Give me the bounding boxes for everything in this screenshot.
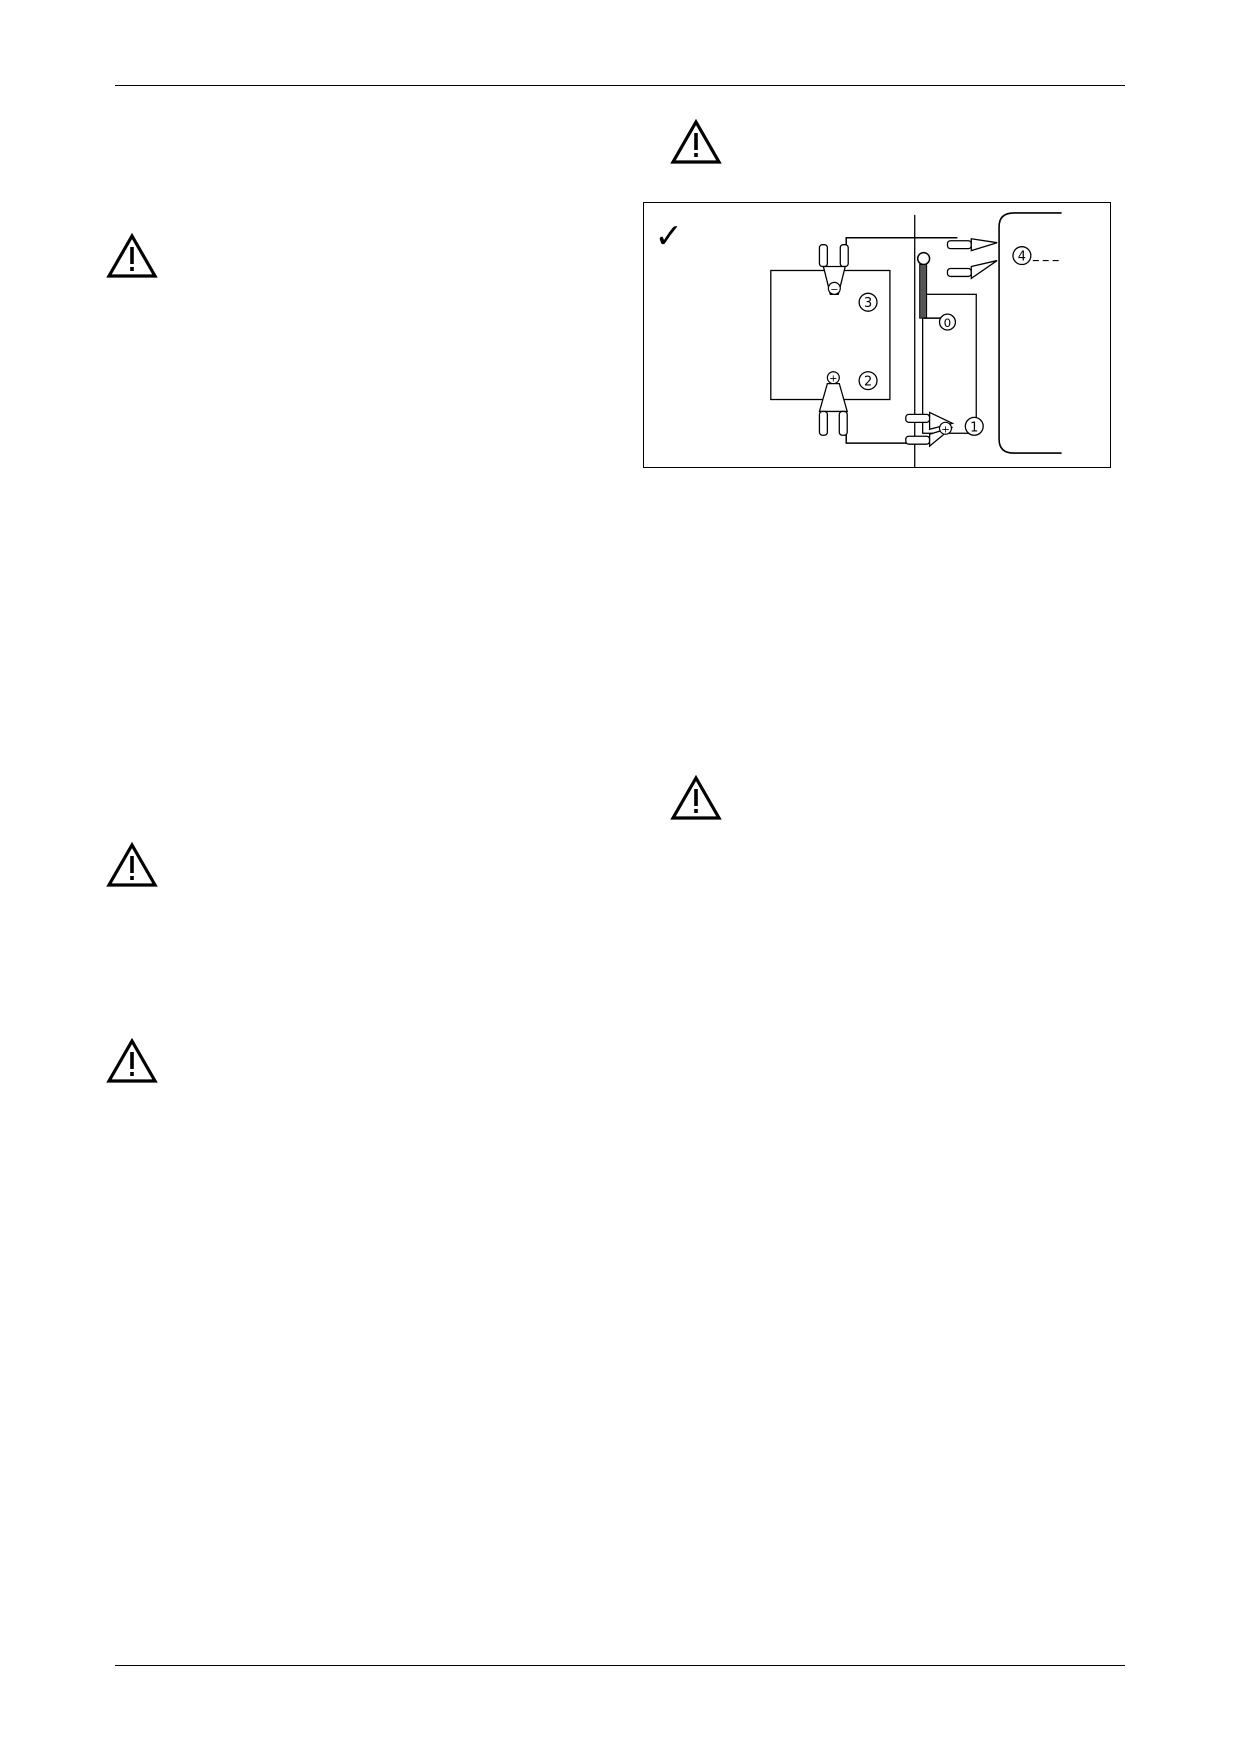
svg-text:4: 4 — [1018, 250, 1026, 265]
positive-cable — [845, 431, 908, 444]
jump-start-diagram-svg: ✓ − + — [655, 212, 1062, 467]
positive-clamp-dead: + — [818, 371, 849, 436]
callout-2: 2 — [858, 371, 878, 391]
jump-start-diagram: ✓ − + — [643, 202, 1111, 468]
callout-1: 1 — [964, 416, 984, 436]
warning-triangle-icon — [670, 119, 722, 165]
svg-text:2: 2 — [864, 375, 872, 390]
callout-4: 4 — [1012, 246, 1060, 266]
vehicle-frame — [998, 212, 1062, 454]
check-mark-icon: ✓ — [655, 217, 683, 256]
warning-triangle-icon — [106, 233, 158, 279]
callout-3: 3 — [858, 292, 878, 312]
svg-text:3: 3 — [864, 296, 872, 311]
svg-text:+: + — [829, 374, 837, 385]
negative-clamp-dead: − — [818, 244, 849, 295]
negative-clamp-ground — [946, 237, 998, 280]
header-rule — [115, 85, 1125, 86]
svg-text:0: 0 — [944, 316, 952, 330]
ground-strap — [916, 251, 943, 319]
warning-triangle-icon — [670, 775, 722, 821]
svg-text:1: 1 — [970, 420, 978, 435]
warning-triangle-icon — [106, 1038, 158, 1084]
callout-0: 0 — [938, 313, 957, 331]
svg-text:+: + — [941, 424, 949, 435]
footer-rule — [115, 1665, 1125, 1666]
positive-clamp-assist: + — [905, 411, 955, 448]
svg-text:−: − — [830, 284, 838, 295]
warning-triangle-icon — [106, 842, 158, 888]
negative-cable — [845, 236, 958, 247]
